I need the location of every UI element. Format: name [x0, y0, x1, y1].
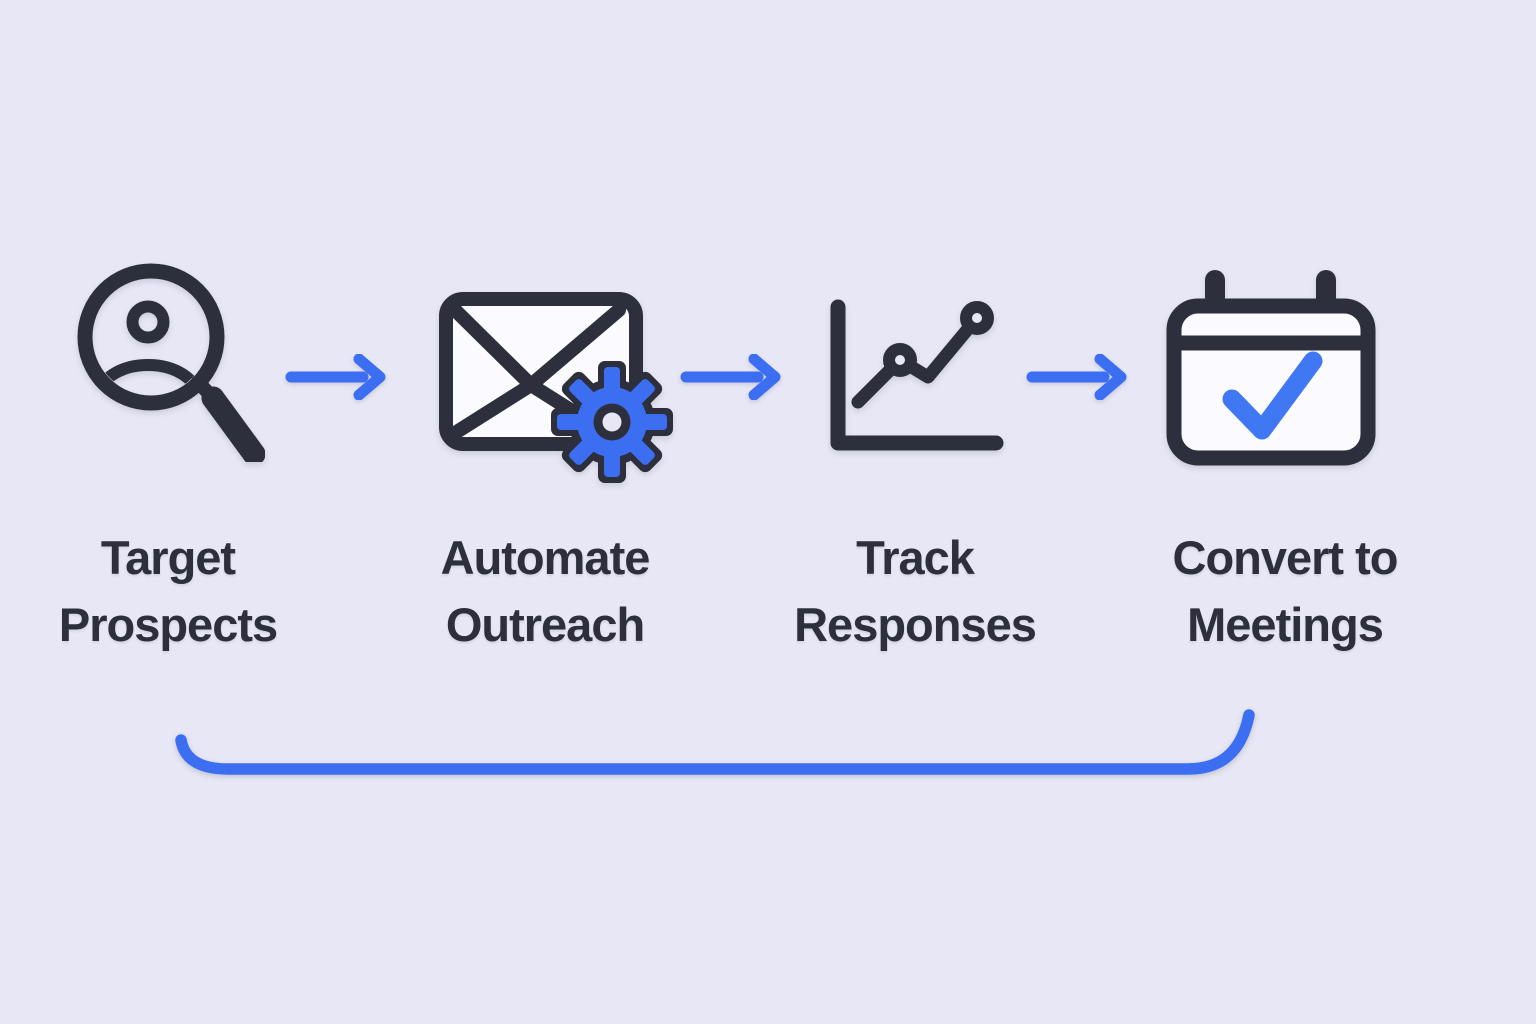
- flow-arrow-icon: [680, 354, 781, 400]
- email-automation-icon: [439, 292, 673, 483]
- prospect-search-icon: [77, 263, 265, 462]
- calendar-check-icon: [1166, 270, 1376, 466]
- gear-icon: [551, 361, 673, 483]
- flow-arrow-icon: [285, 354, 386, 400]
- step-label-track-responses: Track Responses: [794, 531, 1037, 652]
- feedback-loop-connector: [175, 709, 1255, 775]
- response-chart-icon: [830, 299, 1004, 451]
- flow-arrow-icon: [1026, 354, 1127, 400]
- step-label-automate-outreach: Automate Outreach: [440, 531, 651, 652]
- step-label-target-prospects: Target Prospects: [58, 531, 278, 652]
- step-label-convert-meetings: Convert to Meetings: [1172, 531, 1399, 652]
